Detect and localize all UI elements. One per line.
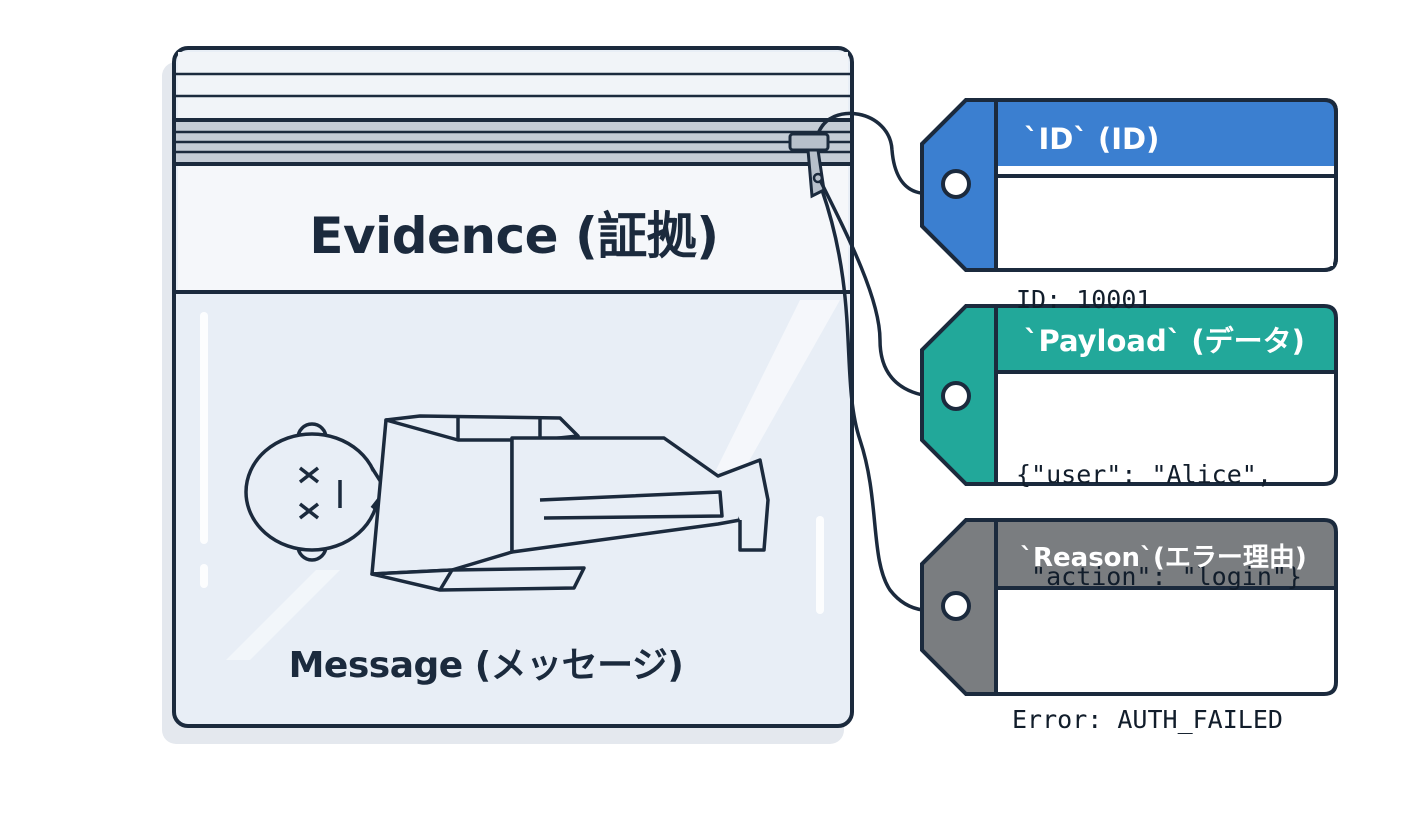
tag-reason-body-line: Error: AUTH_FAILED <box>1012 705 1283 734</box>
tag-id-body-line: ID: 10001 <box>1016 285 1152 314</box>
tag-reason-header: `Reason`(エラー理由) <box>1020 542 1307 573</box>
bag-title: Evidence (証拠) <box>309 207 719 265</box>
bag-label-area <box>178 166 848 292</box>
tag-payload <box>920 304 1338 486</box>
tag-payload-header: `Payload` (データ) <box>1024 324 1305 358</box>
tag-hole-icon <box>941 381 971 411</box>
zipper-pull-icon <box>788 132 830 152</box>
diagram-artwork <box>162 46 1338 744</box>
tag-id <box>920 98 1338 272</box>
tag-reason <box>920 518 1338 696</box>
tag-hole-icon <box>941 591 971 621</box>
dead-figure-icon <box>244 414 770 592</box>
tag-payload-body: {"user": "Alice", "action": "login"} <box>1000 390 1330 662</box>
tag-id-body: ID: 10001 <box>1000 200 1330 400</box>
tag-hole-icon <box>941 169 971 199</box>
bag-top-strip <box>178 52 848 120</box>
tag-reason-body: Error: AUTH_FAILED <box>1000 620 1330 820</box>
bag-message-label: Message (メッセージ) <box>288 645 684 686</box>
tag-payload-body-line: {"user": "Alice", <box>1016 460 1272 489</box>
tag-payload-body-line: "action": "login"} <box>1016 562 1302 591</box>
tag-id-header: `ID` (ID) <box>1024 122 1160 156</box>
string-to-reason-tag <box>820 189 957 613</box>
evidence-diagram: Evidence (証拠) Message (メッセージ) `ID` (ID) … <box>162 46 1338 744</box>
